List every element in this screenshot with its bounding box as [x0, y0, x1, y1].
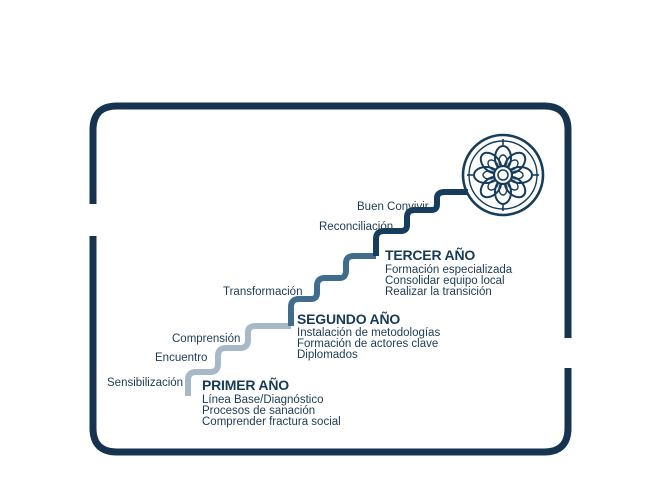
stairs-first-year	[185, 323, 291, 396]
list-item: Procesos de sanación	[202, 405, 316, 417]
list-item: Formación de actores clave	[297, 338, 439, 350]
step-label-sensibilizacion: Sensibilización	[107, 377, 184, 389]
stage-title-tercer-ano: TERCER AÑO	[385, 247, 476, 263]
stage-title-segundo-ano: SEGUNDO AÑO	[297, 311, 401, 327]
list-item: Diplomados	[297, 349, 358, 361]
step-label-buen-convivir: Buen Convivir	[357, 201, 429, 213]
list-item: Instalación de metodologías	[297, 327, 441, 339]
mandala-icon	[461, 133, 545, 217]
stage-items-segundo-ano: Instalación de metodologías Formación de…	[297, 327, 441, 361]
stage-title-primer-ano: PRIMER AÑO	[202, 377, 289, 393]
stage-items-tercer-ano: Formación especializada Consolidar equip…	[385, 264, 513, 298]
step-label-transformacion: Transformación	[223, 286, 303, 298]
step-label-encuentro: Encuentro	[155, 352, 208, 364]
stage-items-primer-ano: Línea Base/Diagnóstico Procesos de sanac…	[202, 394, 341, 428]
step-label-reconciliacion: Reconciliación	[319, 221, 394, 233]
list-item: Realizar la transición	[385, 286, 492, 298]
frame-border	[89, 102, 572, 338]
list-item: Línea Base/Diagnóstico	[202, 394, 324, 406]
stairs-second-year	[288, 253, 376, 326]
step-label-comprension: Comprensión	[172, 333, 241, 345]
stairs-third-year	[373, 189, 468, 256]
list-item: Formación especializada	[385, 264, 513, 276]
list-item: Comprender fractura social	[202, 416, 341, 428]
frame-border-lower	[89, 236, 572, 456]
list-item: Consolidar equipo local	[385, 275, 505, 287]
